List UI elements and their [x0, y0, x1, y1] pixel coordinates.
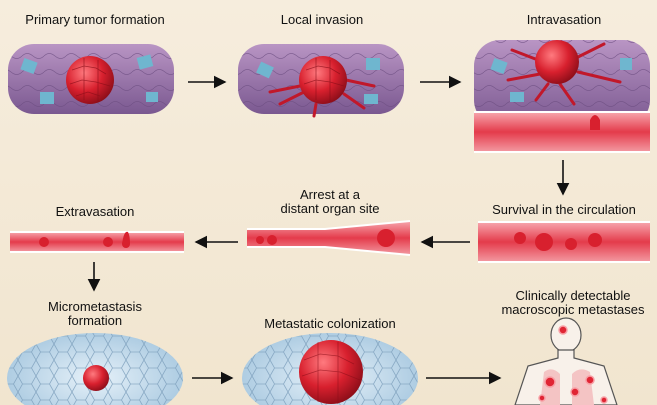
circulation-panel [478, 221, 650, 263]
label-arrest-line2: distant organ site [280, 201, 380, 216]
label-intravasation: Intravasation [526, 12, 602, 27]
label-clinical-line2: macroscopic metastases [501, 302, 645, 317]
intravasation-vessel [474, 112, 650, 152]
macroscopic-metastases-panel [514, 317, 618, 405]
label-clinical-line1: Clinically detectable [515, 288, 631, 303]
label-extravasation: Extravasation [55, 204, 135, 219]
label-primary-tumor-formation: Primary tumor formation [25, 12, 165, 27]
label-clinically-detectable: Clinically detectable macroscopic metast… [501, 289, 644, 317]
flow-arrows [87, 75, 570, 385]
arrest-panel [247, 220, 411, 256]
label-survival-in-circulation: Survival in the circulation [492, 202, 636, 217]
micrometastasis-panel [7, 333, 183, 405]
primary-tumor-panel [8, 44, 174, 114]
label-arrest-line1: Arrest at a [300, 187, 360, 202]
extravasation-panel [10, 231, 184, 253]
label-metastatic-colonization: Metastatic colonization [264, 316, 396, 331]
label-micrometastasis-line2: formation [67, 313, 123, 328]
colonization-panel [242, 333, 418, 405]
label-local-invasion: Local invasion [280, 12, 364, 27]
invading-tumor [299, 56, 347, 104]
local-invasion-panel [238, 44, 404, 118]
intravasating-tumor [535, 40, 579, 84]
label-micrometastasis-line1: Micrometastasis [48, 299, 142, 314]
micrometastasis [83, 365, 109, 391]
label-arrest-distant-organ: Arrest at a distant organ site [280, 188, 379, 216]
primary-tumor [66, 56, 114, 104]
intravasation-panel [474, 40, 650, 153]
colonizing-tumor [299, 340, 363, 404]
label-micrometastasis-formation: Micrometastasis formation [48, 300, 142, 328]
